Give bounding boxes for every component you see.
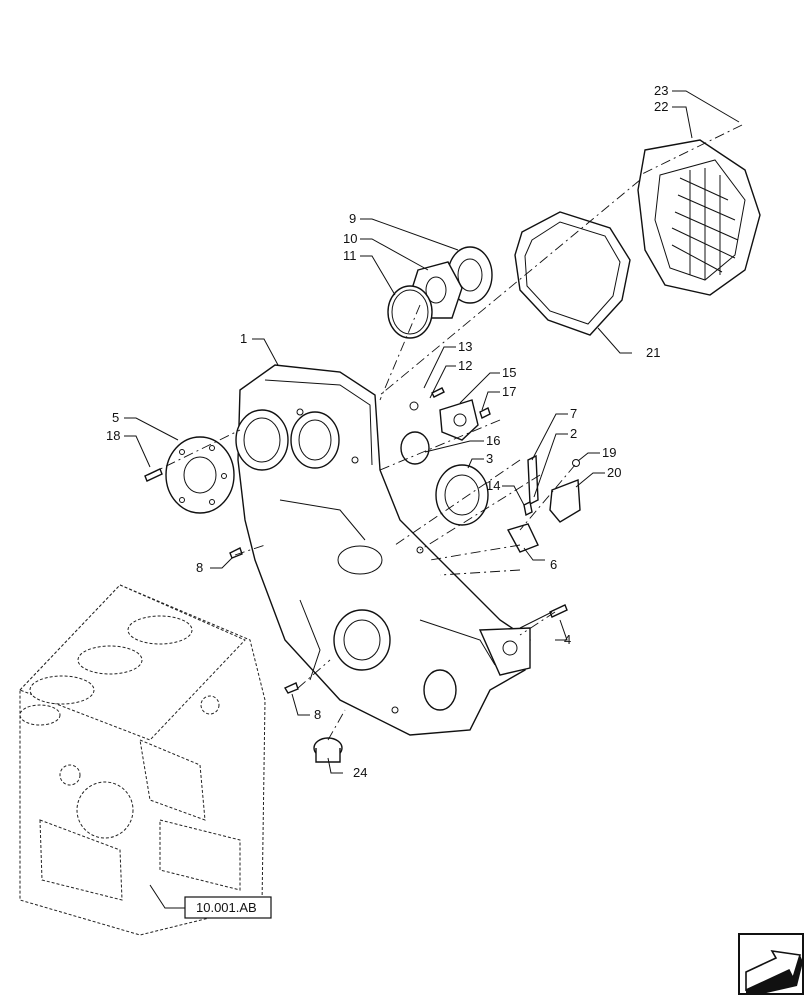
callout-15: 15 <box>502 365 516 380</box>
drain-plug <box>313 737 343 763</box>
small-parts <box>400 387 491 526</box>
callout-17: 17 <box>502 384 516 399</box>
flywheel-cover <box>637 139 761 296</box>
assembly-axis-lines <box>147 124 743 741</box>
reference-label[interactable]: 10.001.AB <box>196 900 257 915</box>
callout-10: 10 <box>343 231 357 246</box>
callout-7: 7 <box>570 406 577 421</box>
leader-lines <box>124 90 740 909</box>
callout-5: 5 <box>112 410 119 425</box>
gasket <box>514 211 631 336</box>
callout-22: 22 <box>654 99 668 114</box>
front-plate <box>144 436 235 514</box>
callout-8-upper: 8 <box>196 560 203 575</box>
callout-2: 2 <box>570 426 577 441</box>
callout-19: 19 <box>602 445 616 460</box>
dowel-pins <box>229 547 299 694</box>
callout-9: 9 <box>349 211 356 226</box>
callout-18: 18 <box>106 428 120 443</box>
callout-6: 6 <box>550 557 557 572</box>
callout-21: 21 <box>646 345 660 360</box>
callout-3: 3 <box>486 451 493 466</box>
next-page-arrow-icon[interactable] <box>738 933 804 995</box>
callout-1: 1 <box>240 331 247 346</box>
callout-24: 24 <box>353 765 367 780</box>
callout-11: 11 <box>343 248 357 263</box>
callout-13: 13 <box>458 339 472 354</box>
sensor-parts <box>506 454 581 629</box>
callout-16: 16 <box>486 433 500 448</box>
callout-23: 23 <box>654 83 668 98</box>
callout-20: 20 <box>607 465 621 480</box>
callout-labels: 23 22 9 10 11 1 13 12 15 17 16 3 5 18 7 … <box>106 83 668 780</box>
seal-assembly <box>387 246 493 339</box>
reference-link[interactable]: 10.001.AB <box>184 896 272 919</box>
timing-cover-housing <box>235 364 531 736</box>
callout-14: 14 <box>486 478 500 493</box>
engine-block <box>19 584 266 936</box>
callout-8-lower: 8 <box>314 707 321 722</box>
callout-4: 4 <box>564 632 571 647</box>
callout-12: 12 <box>458 358 472 373</box>
